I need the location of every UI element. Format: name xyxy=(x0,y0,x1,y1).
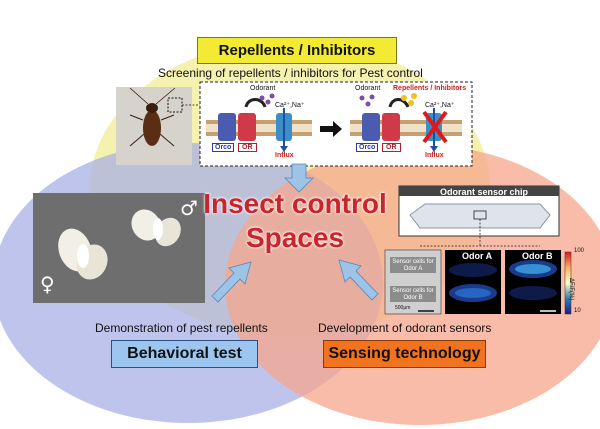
orco-label-right: Orco xyxy=(356,143,379,152)
center-title-line2: Spaces xyxy=(245,222,345,253)
chip-label: Odorant sensor chip xyxy=(440,187,529,197)
odor-a-label: Odor A xyxy=(462,251,493,261)
sensor-cells-image xyxy=(384,249,442,315)
ions-label-left: Ca²⁺,Na⁺ xyxy=(275,102,305,109)
repellents-label-right: Repellents / Inhibitors xyxy=(393,85,467,92)
odor-b-label: Odor B xyxy=(522,251,553,261)
arrow-left xyxy=(211,261,252,303)
orco-label-left: Orco xyxy=(212,143,235,152)
colorbar-min: 10 xyxy=(574,308,581,314)
arrow-right xyxy=(338,259,379,301)
moth-photo xyxy=(33,193,205,303)
odorant-label-left: Odorant xyxy=(250,85,276,92)
sensing-title: Sensing technology xyxy=(323,340,486,368)
or-label-left: OR xyxy=(238,143,257,152)
ions-label-right: Ca²⁺,Na⁺ xyxy=(425,102,455,109)
influx-label-left: Influx xyxy=(275,152,294,159)
odor-a-image xyxy=(445,250,501,314)
right-membrane xyxy=(350,93,462,152)
or-label-right: OR xyxy=(382,143,401,152)
female-symbol: ♀ xyxy=(40,272,55,296)
scale-label: 500μm xyxy=(395,305,411,311)
colorbar xyxy=(564,251,572,315)
colorbar-label: ΔF/F(%) xyxy=(568,278,574,301)
arrow-top xyxy=(284,163,314,193)
odor-b-image xyxy=(505,250,561,314)
odorant-label-right: Odorant xyxy=(355,85,381,92)
curved-arrow-left xyxy=(244,98,267,108)
center-title-line1: Insect control xyxy=(203,188,387,219)
cockroach-photo xyxy=(116,87,203,165)
sensing-caption: Development of odorant sensors xyxy=(318,321,492,335)
orco-channel-left xyxy=(218,113,236,141)
orco-channel-right xyxy=(362,113,380,141)
colorbar-max: 100 xyxy=(574,248,585,254)
or-channel-right xyxy=(382,113,400,141)
behavioral-title: Behavioral test xyxy=(111,340,258,368)
transition-arrow xyxy=(320,121,342,137)
or-channel-left xyxy=(238,113,256,141)
screening-caption: Screening of repellents / inhibitors for… xyxy=(158,66,423,80)
cells-b-label: Sensor cells for Odor B xyxy=(392,288,434,301)
influx-label-right: Influx xyxy=(425,152,444,159)
behavioral-caption: Demonstration of pest repellents xyxy=(95,321,268,335)
cells-a-label: Sensor cells for Odor A xyxy=(392,259,434,272)
repellents-title: Repellents / Inhibitors xyxy=(197,37,397,64)
sensor-chip-photo xyxy=(398,185,560,247)
male-symbol: ♂ xyxy=(180,196,198,220)
left-membrane xyxy=(206,93,312,152)
